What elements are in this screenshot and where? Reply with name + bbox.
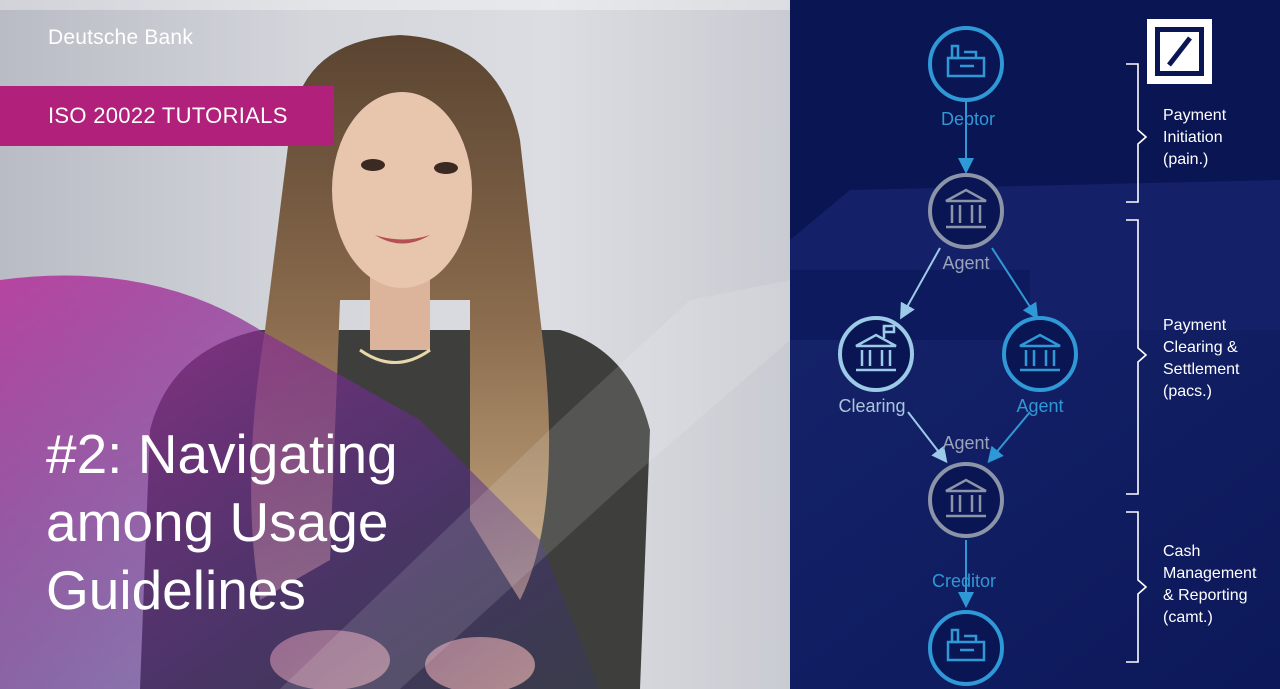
flow-arrow (987, 411, 1031, 464)
agent-right-label: Agent (1016, 396, 1064, 416)
debtor-node (928, 26, 1004, 102)
title-line: #2: Navigating (46, 423, 398, 485)
flow-arrow (991, 247, 1039, 320)
clearing-label: Clearing (838, 396, 906, 416)
payment-flow-diagram (790, 0, 1280, 689)
phase-clearing-settlement: Payment Clearing & Settlement (pacs.) (1163, 317, 1240, 400)
brand-name: Deutsche Bank (48, 26, 194, 49)
bank-icon (945, 188, 987, 229)
agent-bottom-node (928, 462, 1004, 538)
bank-icon (945, 478, 987, 518)
presenter-photo (0, 0, 790, 689)
top-strip (0, 0, 1280, 10)
phase-bracket (1126, 511, 1148, 663)
creditor-node (928, 610, 1004, 686)
clearing-node (838, 316, 914, 392)
bank-icon (1019, 333, 1061, 372)
series-label: ISO 20022 TUTORIALS (0, 86, 334, 146)
agent-top-label: Agent (942, 253, 990, 273)
phase-initiation: Payment Initiation (pain.) (1163, 107, 1227, 168)
flow-arrow (900, 247, 941, 320)
phase-cash-management: Cash Management & Reporting (camt.) (1163, 543, 1257, 626)
deutsche-bank-logo-icon (1147, 19, 1212, 84)
video-title: #2: Navigating among Usage Guidelines (46, 420, 606, 624)
phase-bracket (1126, 219, 1148, 495)
factory-icon (946, 44, 986, 78)
flow-arrow (907, 411, 948, 464)
creditor-label: Creditor (931, 571, 997, 591)
agent-top-node (928, 173, 1004, 249)
agent-right-node (1002, 316, 1078, 392)
purple-overlay (0, 275, 790, 689)
phase-bracket (1126, 63, 1148, 203)
title-line: among Usage (46, 491, 389, 553)
debtor-label: Debtor (940, 109, 996, 129)
agent-bottom-label: Agent (942, 433, 990, 453)
bank-flag-icon (855, 324, 897, 372)
title-line: Guidelines (46, 559, 306, 621)
factory-icon (946, 628, 986, 662)
